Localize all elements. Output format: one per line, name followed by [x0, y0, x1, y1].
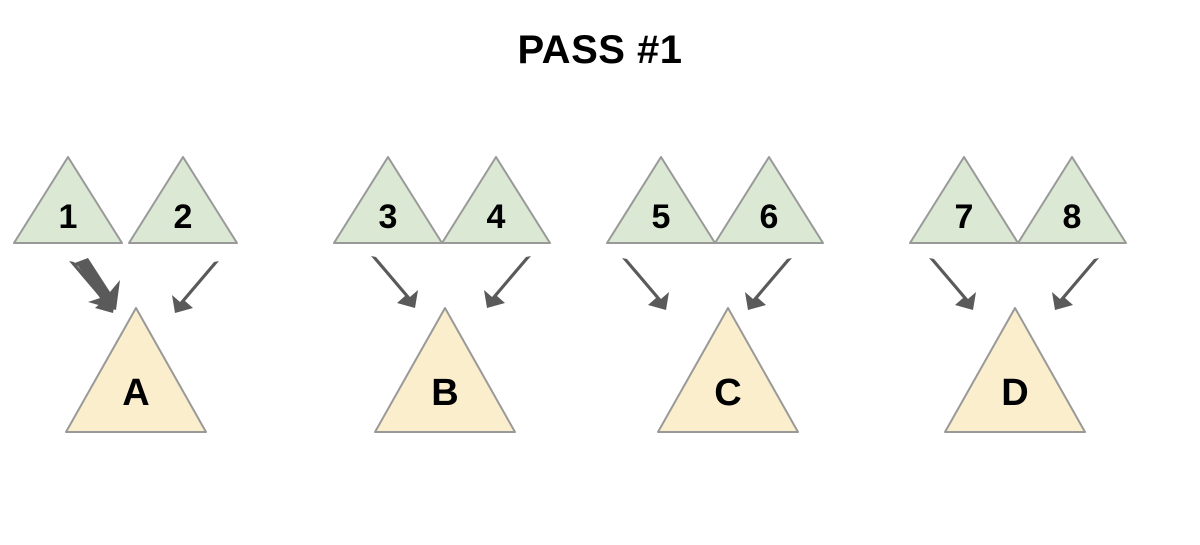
input-triangle-5[interactable]	[605, 155, 717, 245]
input-triangle-3[interactable]	[332, 155, 444, 245]
input-triangle-2[interactable]	[127, 155, 239, 245]
input-triangle-1[interactable]	[12, 155, 124, 245]
output-triangle-d[interactable]	[943, 306, 1087, 434]
merge-group-d: 7 8 D	[880, 0, 1180, 545]
arrow-5-to-c-icon	[622, 258, 669, 310]
merge-group-c: 5 6 C	[593, 0, 873, 545]
input-triangle-4[interactable]	[440, 155, 552, 245]
output-triangle-b[interactable]	[373, 306, 517, 434]
output-triangle-a[interactable]	[64, 306, 208, 434]
arrow-2-to-a-icon	[172, 261, 219, 313]
output-triangle-c[interactable]	[656, 306, 800, 434]
merge-group-b: 3 4 B	[320, 0, 600, 545]
arrow-7-to-d-icon	[929, 258, 976, 310]
page-title: PASS #1	[517, 28, 683, 72]
arrow-3-to-b-icon	[371, 256, 418, 308]
input-triangle-8[interactable]	[1016, 155, 1128, 245]
arrow-1-to-a-icon	[69, 258, 120, 313]
merge-group-a: 1 2 A	[0, 0, 300, 545]
input-triangle-7[interactable]	[908, 155, 1020, 245]
arrow-6-to-c-icon	[745, 258, 792, 310]
arrow-8-to-d-icon	[1052, 258, 1099, 310]
arrow-4-to-b-icon	[484, 256, 531, 308]
input-triangle-6[interactable]	[713, 155, 825, 245]
